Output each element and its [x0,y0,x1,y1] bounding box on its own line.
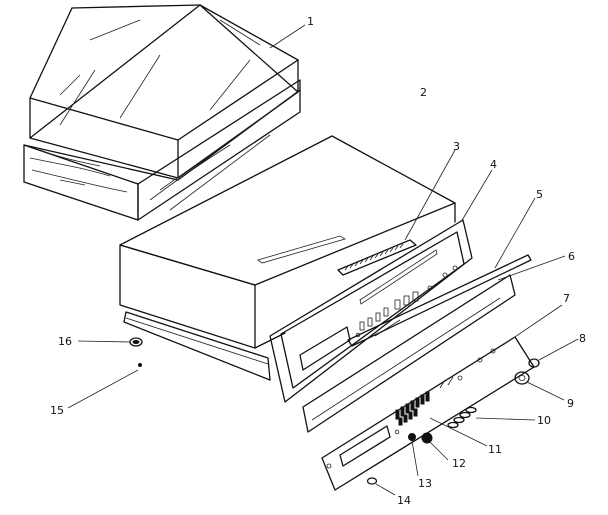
trim-strip [347,197,536,347]
leader-13 [411,440,419,477]
small-button [408,433,419,477]
leader-7 [502,304,563,346]
part-number-10: 10 [537,414,551,427]
leader-8 [538,338,579,361]
leader-3 [404,149,456,241]
foot-washer [366,477,396,496]
part-number-16: 16 [58,335,72,348]
connector-part [337,149,456,276]
part-number-3: 3 [453,140,460,153]
main-cabinet [119,135,456,381]
turntable-base [23,79,301,221]
key-caps [447,406,536,429]
part-number-7: 7 [563,292,570,305]
part-number-9: 9 [567,397,574,410]
part-number-14: 14 [397,494,411,507]
callout-labels: 1 2 3 4 5 6 7 8 9 10 11 12 13 14 15 16 [50,15,586,507]
leader-15 [67,369,139,409]
leader-10 [475,417,536,421]
rubber-foot [77,337,143,347]
leader-1 [269,24,306,49]
part-number-5: 5 [536,188,543,201]
leader-11 [429,417,488,447]
leader-4 [460,169,493,223]
dust-cover-assembly [23,4,306,221]
large-button [421,432,449,461]
part-number-8: 8 [579,332,586,345]
part-number-15: 15 [50,404,64,417]
mounting-screw [67,363,142,409]
part-number-1: 1 [307,15,314,28]
leader-16 [77,340,131,343]
front-bezel [269,169,493,403]
part-number-6: 6 [568,250,575,263]
part-number-11: 11 [488,443,502,456]
part-number-4: 4 [490,158,497,171]
part-number-13: 13 [418,477,432,490]
leader-6 [497,255,566,281]
switch-link [429,417,488,447]
front-panel [302,255,566,433]
dust-cover-lid [29,4,299,179]
key-switch-bank [395,391,430,426]
leader-12 [429,441,449,461]
large-knob [514,371,565,401]
small-knob [528,338,579,368]
leader-5 [494,197,536,269]
control-plate [321,304,563,491]
part-number-12: 12 [452,457,466,470]
leader-9 [526,381,565,401]
part-number-2: 2 [420,86,427,99]
leader-14 [375,483,396,496]
